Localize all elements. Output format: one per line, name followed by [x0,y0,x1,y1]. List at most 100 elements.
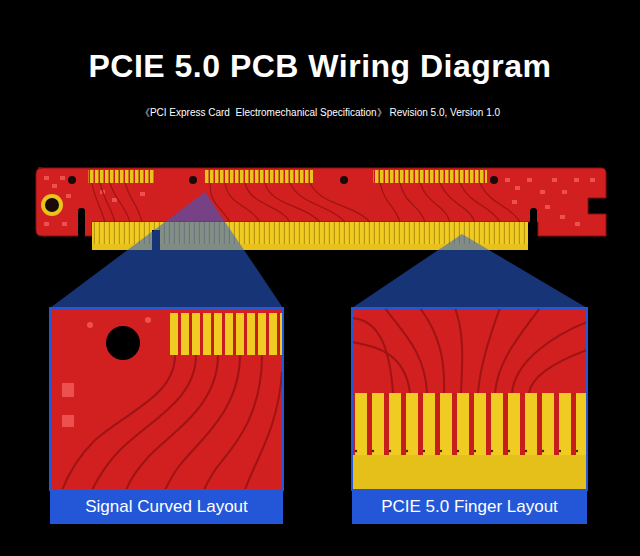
pcb-board-part-part [440,183,475,222]
inset-right-part [352,308,587,490]
pcb-board-part-part [480,183,520,222]
inset-right-part-part [440,450,442,452]
pcb-board-part-part [380,183,400,222]
pcb-board-part [88,170,155,183]
inset-left-part [106,326,140,360]
pcb-board-part-part [540,190,545,194]
inset-right-part-part [525,450,527,452]
pcb-board-part-part [505,178,510,182]
pcb-board-part-part [60,176,65,180]
pcb-board-part-part [400,183,425,222]
caption-band: PCIE 5.0 Finger Layout [352,489,587,524]
inset-right-part [355,450,578,452]
inset-right-part-part [495,308,540,393]
inset-left-part-part [165,355,240,490]
pcb-board-part-part [515,186,520,190]
inset-right-part-part [420,308,444,393]
pcb-board-part-part [545,205,550,209]
pcb-board-part [189,176,197,184]
inset-right-part-part [529,350,587,393]
pcb-board-part-part [460,183,500,222]
pcb-board-part-part [574,178,579,182]
pcb-board-part-part [66,194,71,198]
caption-band: Signal Curved Layout [50,489,283,524]
inset-left-part-part [92,355,196,490]
pcb-board-part-part [310,183,370,222]
pcb-board-part-part [575,222,580,226]
pcb-board-part-part [44,222,49,226]
inset-right-part-part [389,450,391,452]
inset-left-part-part [245,372,282,490]
caption-text: PCIE 5.0 Finger Layout [381,497,558,517]
pcb-board-part [78,208,85,238]
inset-right-part-part [455,308,462,393]
inset-right-part [352,393,587,457]
inset-right-part-part [423,450,425,452]
inset-right-part-part [355,450,357,452]
inset-left-part [62,415,74,427]
pcb-board-part-part [512,200,517,204]
inset-right-part-part [385,308,427,393]
pcb-board-part-part [290,183,345,222]
pcb-board-part-part [560,215,565,219]
inset-right-part-part [406,450,408,452]
inset-right-part-part [372,450,374,452]
inset-right-part-part [512,322,587,393]
pcb-board-part-part [562,190,567,194]
zoom-callout [50,192,587,308]
pcb-board-part [45,198,59,212]
inset-right-part-part [491,450,493,452]
title: PCIE 5.0 PCB Wiring Diagram [0,48,640,85]
pcb-board-part-part [420,183,450,222]
inset-left [50,308,283,490]
inset-left-part [145,317,151,323]
pcb-board [36,168,606,252]
inset-right [352,308,587,490]
pcb-board-part [490,176,498,184]
inset-left-part [62,383,74,397]
pcb-board-part-part [140,192,145,196]
inset-right-part-part [474,450,476,452]
pcb-board-part-part [125,183,142,222]
inset-right-part-part [559,450,561,452]
inset-right-part-part [576,450,578,452]
pcb-board-part [340,176,348,184]
inset-right-part-part [352,318,393,393]
pcb-board-part-part [62,222,67,226]
pcb-board-part [530,208,537,238]
pcb-board-part [92,183,520,222]
inset-frame [50,308,283,490]
inset-right-part-part [352,342,410,393]
pcb-board-part-part [44,176,49,180]
inset-right-part [352,308,587,393]
inset-right-part-part [508,450,510,452]
inset-left-part [62,355,282,490]
inset-left-part [50,308,283,490]
pcb-board-part-part [92,183,105,222]
spec-subtitle: 《PCI Express Card Electromechanical Spec… [0,106,640,120]
inset-left-part-part [126,355,218,490]
inset-left-part [87,322,93,328]
pcb-board-part [68,176,76,184]
pcb-board-part [41,194,63,216]
pcb-board-part-part [225,183,260,222]
inset-right-part-part [457,450,459,452]
pcb-board-part-part [527,178,532,182]
pcb-board-part-part [52,184,57,188]
zoom-callout-part [352,234,587,308]
inset-frame [352,308,587,490]
inset-right-part-part [542,450,544,452]
caption-text: Signal Curved Layout [85,497,248,517]
pcb-board-part [44,176,595,226]
pcb-board-part-part [112,198,117,202]
inset-left-part-part [62,355,175,490]
pcb-board-part [373,170,487,183]
zoom-callout-part [50,192,283,308]
pcb-board-part-part [590,178,595,182]
inset-left-part [170,313,283,355]
pcb-board-part [205,170,313,183]
pcb-board-part-part [552,178,557,182]
inset-right-part [352,455,587,490]
